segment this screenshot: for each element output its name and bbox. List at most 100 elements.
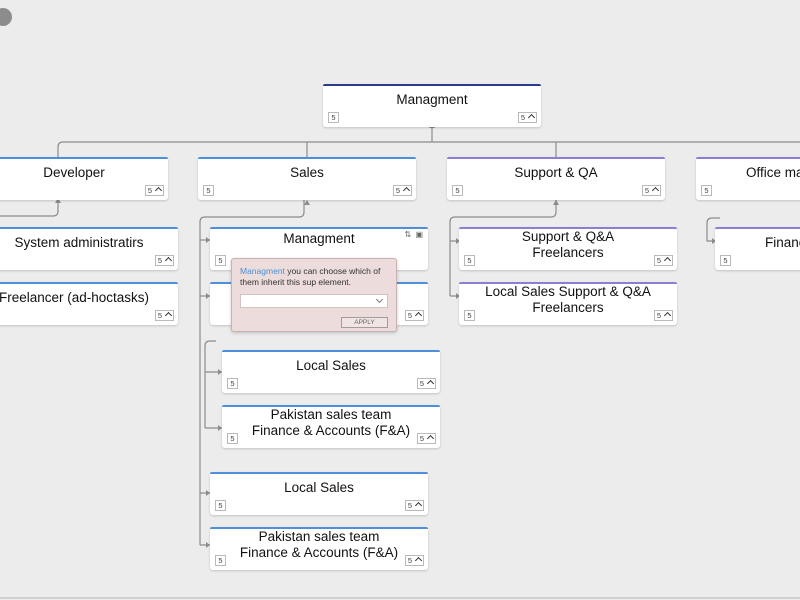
node-color-bar bbox=[696, 157, 800, 159]
node-title: Support & QA bbox=[514, 164, 598, 180]
node-title: System administratirs bbox=[14, 234, 144, 250]
node-finance[interactable]: Financ 5 bbox=[715, 227, 800, 270]
chevron-up-icon bbox=[154, 186, 163, 195]
expand-button[interactable]: 5 bbox=[144, 185, 164, 196]
popup-node-link[interactable]: Managment bbox=[240, 266, 285, 276]
node-color-bar bbox=[323, 84, 541, 86]
node-title: Pakistan sales team Finance & Accounts (… bbox=[230, 407, 432, 438]
chevron-up-icon bbox=[663, 256, 672, 265]
node-title: Local Sales bbox=[296, 357, 366, 373]
member-count-badge: 5 bbox=[215, 555, 226, 566]
node-color-bar bbox=[210, 472, 428, 474]
node-title: Freelancer (ad-hoctasks) bbox=[0, 289, 150, 305]
expand-button[interactable]: 5 bbox=[641, 185, 661, 196]
member-count-badge: 5 bbox=[215, 255, 226, 266]
node-title: Local Sales bbox=[284, 479, 354, 495]
node-color-bar bbox=[447, 157, 665, 159]
chevron-up-icon bbox=[402, 186, 411, 195]
node-title-line2: Finance & Accounts (F&A) bbox=[251, 422, 411, 438]
child-count: 5 bbox=[407, 501, 412, 510]
node-title-line1: Pakistan sales team bbox=[258, 528, 380, 544]
expand-button[interactable]: 5 bbox=[404, 555, 424, 566]
sort-icon[interactable]: ⇅ ▣ bbox=[404, 230, 424, 239]
node-title: Office ma bbox=[746, 164, 800, 180]
chevron-up-icon bbox=[663, 311, 672, 320]
popup-message-text: you can choose which of them inherit thi… bbox=[240, 266, 381, 287]
child-count: 5 bbox=[419, 434, 424, 443]
node-freelancer-adhoc[interactable]: Freelancer (ad-hoctasks) 5 bbox=[0, 282, 178, 325]
child-count: 5 bbox=[656, 256, 661, 265]
node-title: Pakistan sales team Finance & Accounts (… bbox=[218, 528, 420, 560]
child-count: 5 bbox=[419, 379, 424, 388]
member-count-badge: 5 bbox=[464, 255, 475, 266]
node-pakistan-sales-2[interactable]: Pakistan sales team Finance & Accounts (… bbox=[210, 527, 428, 570]
chevron-up-icon bbox=[414, 311, 423, 320]
chevron-up-icon bbox=[426, 379, 435, 388]
node-system-administrators[interactable]: System administratirs 5 bbox=[0, 227, 178, 270]
chevron-down-icon bbox=[375, 295, 384, 304]
expand-button[interactable]: 5 bbox=[416, 378, 436, 389]
expand-button[interactable]: 5 bbox=[653, 310, 673, 321]
popup-message: Managment you can choose which of them i… bbox=[240, 266, 390, 288]
child-count: 5 bbox=[157, 256, 162, 265]
node-color-bar bbox=[715, 227, 800, 229]
node-color-bar bbox=[0, 282, 178, 284]
expand-button[interactable]: 5 bbox=[392, 185, 412, 196]
node-support-qa[interactable]: Support & QA 5 5 bbox=[447, 157, 665, 200]
node-color-bar bbox=[222, 350, 440, 352]
node-color-bar bbox=[459, 227, 677, 229]
node-title: Managment bbox=[283, 230, 355, 246]
chevron-up-icon bbox=[164, 256, 173, 265]
bottom-divider bbox=[0, 597, 800, 599]
node-local-sales-support-qa[interactable]: Local Sales Support & Q&A Freelancers 5 … bbox=[459, 282, 677, 325]
node-local-sales-1[interactable]: Local Sales 5 5 bbox=[222, 350, 440, 393]
child-count: 5 bbox=[656, 311, 661, 320]
node-support-qa-freelancers[interactable]: Support & Q&A Freelancers 5 5 bbox=[459, 227, 677, 270]
node-title: Sales bbox=[290, 164, 324, 180]
expand-button[interactable]: 5 bbox=[404, 500, 424, 511]
panel-toggle-button[interactable] bbox=[0, 8, 12, 26]
node-office[interactable]: Office ma 5 bbox=[696, 157, 800, 200]
child-count: 5 bbox=[407, 311, 412, 320]
chevron-up-icon bbox=[651, 186, 660, 195]
member-count-badge: 5 bbox=[452, 185, 463, 196]
node-pakistan-sales-1[interactable]: Pakistan sales team Finance & Accounts (… bbox=[222, 405, 440, 448]
member-count-badge: 5 bbox=[203, 185, 214, 196]
child-count: 5 bbox=[520, 113, 525, 122]
node-title-line1: Local Sales Support & Q&A bbox=[485, 283, 651, 299]
inherit-popup: Managment you can choose which of them i… bbox=[231, 258, 397, 332]
member-count-badge: 5 bbox=[227, 433, 238, 444]
member-count-badge: 5 bbox=[328, 112, 339, 123]
node-title: Developer bbox=[43, 164, 105, 180]
node-sales[interactable]: Sales 5 5 bbox=[198, 157, 416, 200]
node-title: Support & Q&A Freelancers bbox=[467, 229, 669, 260]
node-local-sales-2[interactable]: Local Sales 5 5 bbox=[210, 472, 428, 515]
node-color-bar bbox=[0, 227, 178, 229]
member-count-badge: 5 bbox=[215, 500, 226, 511]
node-color-bar bbox=[210, 527, 428, 529]
expand-button[interactable]: 5 bbox=[404, 310, 424, 321]
node-color-bar bbox=[222, 405, 440, 407]
child-count: 5 bbox=[395, 186, 400, 195]
node-color-bar bbox=[459, 282, 677, 284]
expand-button[interactable]: 5 bbox=[154, 255, 174, 266]
expand-button[interactable]: 5 bbox=[416, 433, 436, 444]
member-count-badge: 5 bbox=[464, 310, 475, 321]
apply-button[interactable]: APPLY bbox=[341, 317, 388, 328]
node-developer[interactable]: Developer 5 bbox=[0, 157, 168, 200]
node-title-line2: Freelancers bbox=[532, 299, 604, 315]
expand-button[interactable]: 5 bbox=[517, 112, 537, 123]
expand-button[interactable]: 5 bbox=[154, 310, 174, 321]
member-count-badge: 5 bbox=[227, 378, 238, 389]
child-count: 5 bbox=[147, 186, 152, 195]
node-title: Financ bbox=[765, 234, 800, 250]
node-color-bar bbox=[198, 157, 416, 159]
child-count: 5 bbox=[644, 186, 649, 195]
chevron-up-icon bbox=[164, 311, 173, 320]
inherit-select[interactable] bbox=[240, 294, 388, 308]
expand-button[interactable]: 5 bbox=[653, 255, 673, 266]
member-count-badge: 5 bbox=[701, 185, 712, 196]
chevron-up-icon bbox=[527, 113, 536, 122]
node-root-managment[interactable]: Managment 5 5 bbox=[323, 84, 541, 127]
